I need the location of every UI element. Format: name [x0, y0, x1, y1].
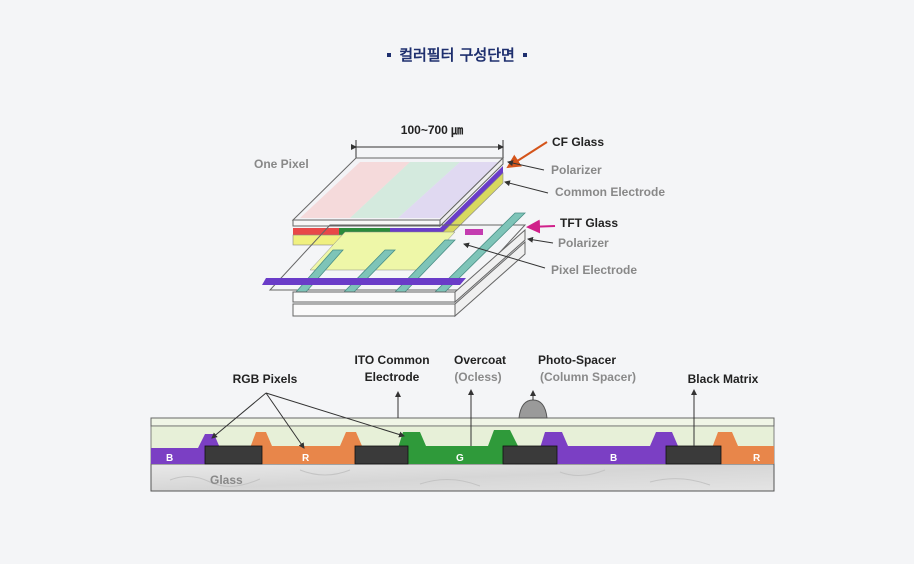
- black-matrix-label: Black Matrix: [688, 372, 759, 386]
- black-matrix-2: [354, 445, 409, 465]
- exploded-view: 100~700 ㎛ One Pixel CF Glass: [254, 123, 665, 318]
- width-label: 100~700 ㎛: [401, 123, 463, 137]
- black-matrix-1: [204, 445, 263, 465]
- pixel-electrode-label: Pixel Electrode: [551, 263, 637, 277]
- black-matrix-3: [502, 445, 558, 465]
- photo-spacer-label-line2: (Column Spacer): [540, 370, 636, 384]
- page-title: 컬러필터 구성단면: [0, 44, 914, 65]
- one-pixel-label: One Pixel: [254, 157, 309, 171]
- pixel-letter-b1: B: [166, 453, 173, 464]
- polarizer-top-label: Polarizer: [551, 163, 602, 177]
- bottom-polarizer-plate: [292, 303, 456, 317]
- page-title-text: 컬러필터 구성단면: [399, 46, 515, 64]
- ito-common-electrode-layer: [150, 417, 775, 427]
- pixel-letter-r1: R: [302, 453, 310, 464]
- ito-label-line1: ITO Common: [354, 353, 429, 367]
- common-electrode-arrow: [504, 180, 549, 194]
- tft-glass-label: TFT Glass: [560, 216, 618, 230]
- glass-substrate: [150, 463, 775, 492]
- pixel-electrode-arrow: [463, 242, 546, 269]
- pixel-r-2: [712, 432, 774, 464]
- polarizer-bottom-label: Polarizer: [558, 236, 609, 250]
- green-stripe: [339, 228, 390, 235]
- tft-glass-plate: [292, 291, 456, 303]
- ito-label-line2: Electrode: [365, 370, 420, 384]
- pixel-letter-b2: B: [610, 453, 617, 464]
- photo-spacer-label-line1: Photo-Spacer: [538, 353, 616, 367]
- glass-label: Glass: [210, 473, 243, 487]
- cf-glass-arrow: [506, 141, 548, 169]
- rgb-pixels-label: RGB Pixels: [233, 372, 298, 386]
- cross-section: Glass B R G B R RGB Pixels ITO Comm: [150, 353, 775, 492]
- pixel-g-1: [398, 430, 518, 464]
- tft-glass-arrow: [526, 219, 556, 234]
- black-matrix-4: [665, 445, 722, 465]
- cf-glass-label: CF Glass: [552, 135, 604, 149]
- title-bullet-right: [522, 52, 527, 57]
- polarizer-top-arrow: [507, 160, 545, 171]
- red-stripe: [293, 228, 339, 235]
- common-electrode-label: Common Electrode: [555, 185, 665, 199]
- overcoat-label-line1: Overcoat: [454, 353, 506, 367]
- overcoat-label-line2: (Ocless): [454, 370, 501, 384]
- pixel-b-2: [540, 432, 678, 464]
- pixel-r-1: [250, 432, 362, 464]
- pixel-letter-g1: G: [456, 453, 464, 464]
- blue-stripe: [390, 228, 440, 235]
- title-bullet-left: [387, 52, 392, 57]
- photo-spacer: [518, 399, 548, 419]
- polarizer-bottom-arrow: [527, 236, 554, 244]
- pixel-letter-r2: R: [753, 453, 761, 464]
- tft-element: [465, 229, 483, 235]
